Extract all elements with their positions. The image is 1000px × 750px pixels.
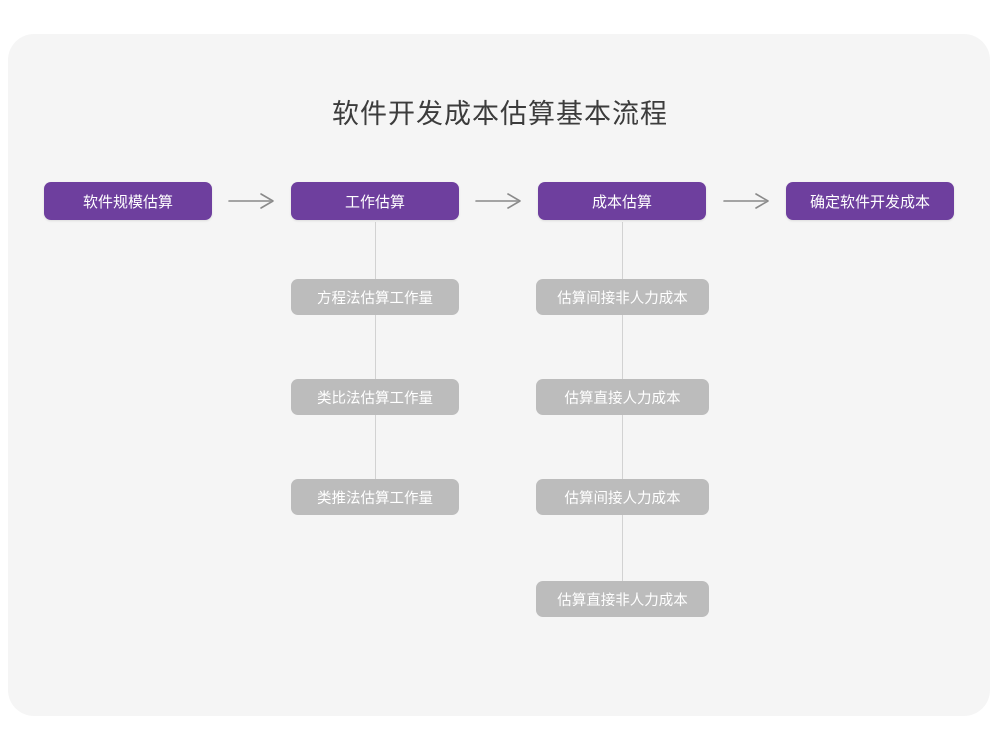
flow-node-step-1[interactable]: 软件规模估算 (44, 182, 212, 220)
branch-node-cost-4[interactable]: 估算直接非人力成本 (536, 581, 709, 617)
connector-line-effort (375, 222, 376, 510)
flow-node-step-3[interactable]: 成本估算 (538, 182, 706, 220)
flow-node-step-4[interactable]: 确定软件开发成本 (786, 182, 954, 220)
arrow-right-icon-3 (723, 190, 773, 212)
branch-node-cost-1[interactable]: 估算间接非人力成本 (536, 279, 709, 315)
arrow-right-icon-2 (475, 190, 525, 212)
arrow-right-icon-1 (228, 190, 278, 212)
branch-node-effort-2[interactable]: 类比法估算工作量 (291, 379, 459, 415)
branch-node-cost-3[interactable]: 估算间接人力成本 (536, 479, 709, 515)
page-title: 软件开发成本估算基本流程 (332, 99, 668, 129)
branch-node-effort-3[interactable]: 类推法估算工作量 (291, 479, 459, 515)
flow-node-step-2[interactable]: 工作估算 (291, 182, 459, 220)
branch-node-effort-1[interactable]: 方程法估算工作量 (291, 279, 459, 315)
diagram-card-panel (8, 34, 990, 716)
branch-node-cost-2[interactable]: 估算直接人力成本 (536, 379, 709, 415)
connector-line-cost (622, 222, 623, 612)
